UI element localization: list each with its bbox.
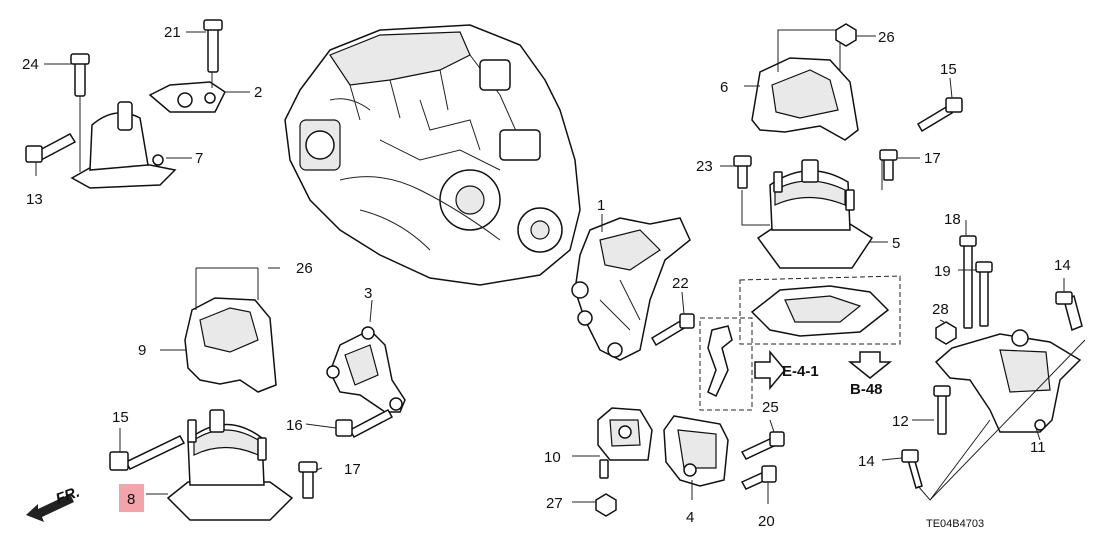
callout-27: 27 bbox=[546, 495, 563, 512]
callout-9: 9 bbox=[138, 342, 146, 359]
part-6-cover bbox=[751, 29, 859, 141]
callout-6: 6 bbox=[720, 79, 728, 96]
callout-10: 10 bbox=[544, 449, 561, 466]
callout-26-left: 26 bbox=[296, 260, 313, 277]
callout-14-bottom: 14 bbox=[858, 453, 875, 470]
part-4-bracket bbox=[663, 415, 729, 487]
front-direction-label: FR. bbox=[54, 484, 83, 508]
clip-detail bbox=[699, 317, 753, 411]
leader-lines bbox=[35, 31, 1065, 504]
callout-13: 13 bbox=[26, 191, 43, 208]
part-8-mount bbox=[109, 409, 318, 521]
callout-22: 22 bbox=[672, 275, 689, 292]
callout-12: 12 bbox=[892, 413, 909, 430]
callout-8: 8 bbox=[127, 491, 135, 508]
callout-16: 16 bbox=[286, 417, 303, 434]
callout-26-right: 26 bbox=[878, 29, 895, 46]
callout-14-right: 14 bbox=[1054, 257, 1071, 274]
reference-e-4-1: E-4-1 bbox=[782, 363, 819, 380]
engine-assembly bbox=[284, 24, 581, 286]
upper-left-mount-group bbox=[25, 19, 226, 189]
callout-20: 20 bbox=[758, 513, 775, 530]
part-25-20-bolts bbox=[740, 431, 785, 490]
right-upper-bolts bbox=[733, 23, 963, 189]
part-10-mount bbox=[595, 407, 653, 517]
reference-arrows bbox=[754, 349, 893, 391]
part-11-mount bbox=[901, 235, 1086, 501]
reference-b-48: B-48 bbox=[850, 381, 883, 398]
callout-15-left: 15 bbox=[112, 409, 129, 426]
callout-15-right: 15 bbox=[940, 61, 957, 78]
callout-8-highlight bbox=[119, 484, 144, 512]
callout-5: 5 bbox=[892, 235, 900, 252]
callout-1: 1 bbox=[597, 197, 605, 214]
callout-19: 19 bbox=[934, 263, 951, 280]
callout-3: 3 bbox=[364, 285, 372, 302]
callout-23: 23 bbox=[696, 158, 713, 175]
callout-17-right: 17 bbox=[924, 150, 941, 167]
callout-24: 24 bbox=[22, 56, 39, 73]
part-22-bolt bbox=[650, 313, 695, 347]
callout-11: 11 bbox=[1030, 439, 1046, 456]
callout-2: 2 bbox=[254, 84, 262, 101]
part-1-bracket bbox=[571, 217, 691, 361]
callout-21: 21 bbox=[164, 24, 181, 41]
part-3-bracket bbox=[326, 326, 406, 413]
callout-4: 4 bbox=[686, 509, 694, 526]
callout-18: 18 bbox=[944, 211, 961, 228]
diagram-code: TE04B4703 bbox=[926, 518, 984, 530]
callout-7: 7 bbox=[195, 150, 203, 167]
part-5-mount bbox=[741, 159, 883, 269]
callout-17-left: 17 bbox=[344, 461, 361, 478]
callout-28: 28 bbox=[932, 301, 949, 318]
part-16-bolt bbox=[335, 408, 394, 439]
callout-25: 25 bbox=[762, 399, 779, 416]
plate-detail bbox=[739, 275, 901, 345]
part-9-cover bbox=[184, 267, 277, 393]
front-direction-arrow: FR. bbox=[26, 484, 82, 522]
